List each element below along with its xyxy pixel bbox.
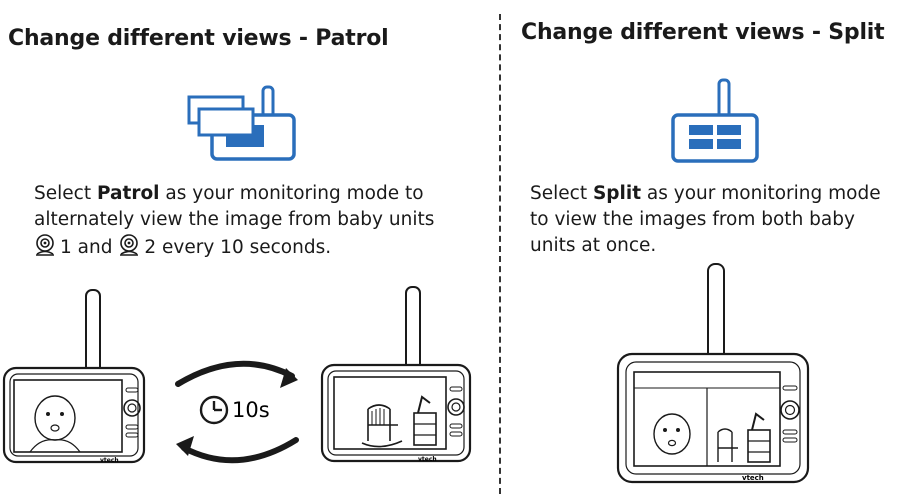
clock-icon [199, 395, 229, 425]
timer-label: 10s [232, 398, 270, 422]
split-description: Select Split as your monitoring mode to … [530, 183, 881, 256]
vtech-logo: vtech [100, 457, 119, 464]
parent-monitor-baby-view: vtech [0, 288, 150, 470]
split-section: Change different views - Split Select Sp… [504, 0, 899, 504]
patrol-mode-icon [186, 85, 298, 163]
patrol-title: Change different views - Patrol [8, 26, 389, 51]
parent-monitor-split-view: vtech [614, 262, 814, 488]
vtech-logo: vtech [742, 474, 764, 482]
patrol-section: Change different views - Patrol Select P… [0, 26, 478, 470]
split-title: Change different views - Split [521, 20, 885, 45]
split-mode-icon [669, 77, 763, 167]
vtech-logo: vtech [418, 456, 437, 463]
patrol-cycle-arrows: 10s [168, 356, 308, 468]
baby-unit-1-number: 1 [60, 237, 72, 258]
patrol-description: Select Patrol as your monitoring mode to… [34, 183, 435, 258]
baby-unit-camera-icon [34, 233, 60, 257]
parent-monitor-nursery-view: vtech [318, 285, 478, 467]
baby-unit-2-number: 2 [144, 237, 157, 258]
section-divider [499, 14, 501, 494]
baby-unit-camera-icon [118, 233, 144, 257]
